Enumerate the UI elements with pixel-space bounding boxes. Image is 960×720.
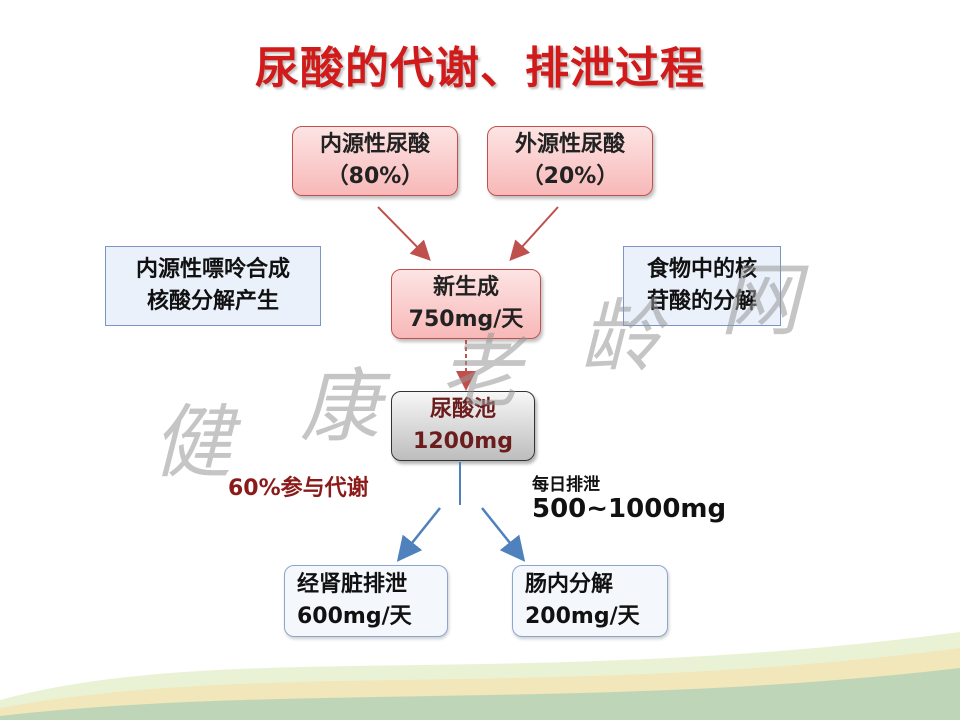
- kidney-amount: 600mg/天: [297, 604, 412, 629]
- exogenous-label: 外源性尿酸: [514, 132, 625, 157]
- exogenous-source-box: 食物中的核 苷酸的分解: [623, 246, 781, 326]
- endogenous-label: 内源性尿酸: [319, 132, 430, 157]
- arrow-pool-to-intestine: [481, 507, 526, 562]
- page-title: 尿酸的代谢、排泄过程: [255, 43, 705, 94]
- intestine-amount: 200mg/天: [525, 604, 640, 629]
- daily-excretion-label: 每日排泄: [532, 475, 600, 495]
- new-production-box: 新生成 750mg/天: [391, 269, 541, 339]
- exogenous-percent: （20%）: [521, 164, 619, 189]
- exogenous-uric-acid-box: 外源性尿酸 （20%）: [487, 126, 653, 196]
- exogenous-source-line1: 食物中的核: [646, 257, 757, 282]
- decorative-wave-teal: [0, 668, 960, 720]
- endogenous-source-line2: 核酸分解产生: [146, 289, 279, 314]
- exogenous-source-line2: 苷酸的分解: [646, 289, 757, 314]
- arrow-pool-to-kidney: [396, 507, 441, 562]
- new-production-amount: 750mg/天: [408, 307, 524, 332]
- kidney-label: 经肾脏排泄: [297, 572, 408, 597]
- pool-amount: 1200mg: [413, 429, 513, 454]
- endogenous-uric-acid-box: 内源性尿酸 （80%）: [292, 126, 458, 196]
- daily-excretion-amount: 500~1000mg: [532, 494, 727, 524]
- endogenous-source-line1: 内源性嘌呤合成: [135, 257, 290, 282]
- kidney-excretion-box: 经肾脏排泄 600mg/天: [284, 565, 448, 637]
- endogenous-percent: （80%）: [326, 164, 424, 189]
- arrow-exogenous-to-new: [509, 206, 559, 261]
- uric-acid-pool-box: 尿酸池 1200mg: [391, 391, 535, 461]
- pool-label: 尿酸池: [429, 397, 496, 422]
- metabolism-label: 60%参与代谢: [228, 476, 369, 501]
- arrow-endogenous-to-new: [377, 206, 431, 261]
- endogenous-source-box: 内源性嘌呤合成 核酸分解产生: [105, 246, 321, 326]
- new-production-label: 新生成: [432, 275, 499, 300]
- intestine-decomposition-box: 肠内分解 200mg/天: [512, 565, 668, 637]
- intestine-label: 肠内分解: [525, 572, 614, 597]
